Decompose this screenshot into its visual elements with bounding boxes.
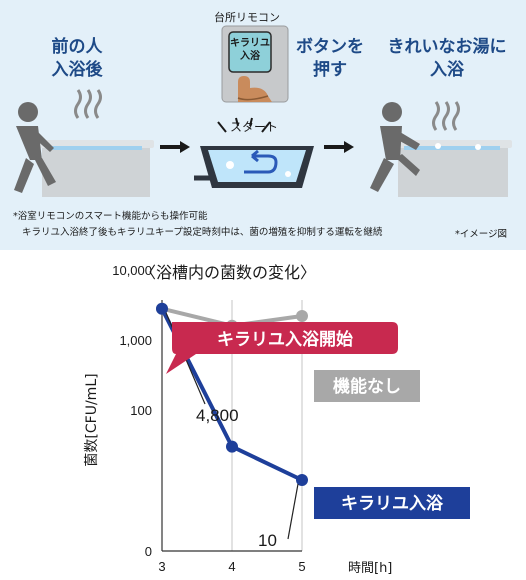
process-illustration bbox=[14, 25, 512, 197]
remote-caption: 台所リモコン bbox=[214, 11, 280, 24]
series-label-no-function: 機能なし bbox=[333, 376, 401, 397]
x-tick-label: 5 bbox=[298, 559, 305, 574]
x-axis-label: 時間[h] bbox=[348, 561, 392, 576]
step1-line1: 前の人 bbox=[51, 37, 103, 57]
data-point-kirariyu bbox=[296, 474, 308, 486]
series-label-kirariyu: キラリユ入浴 bbox=[341, 493, 444, 514]
step2-line2: 押す bbox=[313, 60, 347, 80]
y-tick-label: 0 bbox=[145, 544, 152, 559]
data-point-no-function bbox=[296, 310, 308, 323]
remote-button-line2: 入浴 bbox=[240, 51, 260, 62]
step1-label: 前の人 入浴後 bbox=[42, 36, 112, 82]
step3-line1: きれいなお湯に bbox=[387, 37, 507, 57]
bathtub-start-illustration bbox=[194, 117, 314, 188]
x-tick-label: 4 bbox=[228, 559, 235, 574]
y-tick-label: 10,000 bbox=[112, 263, 152, 278]
chart-axes: 0 100 1,000 10,000 3 4 5 時間[h] 菌数[CFU/mL] bbox=[84, 263, 392, 576]
data-point-kirariyu bbox=[156, 302, 168, 315]
note-remote: *浴室リモコンのスマート機能からも操作可能 bbox=[13, 211, 208, 222]
step1-line2: 入浴後 bbox=[51, 60, 103, 80]
step2-label: ボタンを 押す bbox=[290, 36, 370, 82]
y-tick-label: 100 bbox=[130, 403, 152, 418]
remote-button-line1: キラリユ bbox=[230, 38, 270, 49]
start-label: スタート bbox=[230, 120, 279, 134]
data-point-kirariyu bbox=[226, 440, 238, 453]
series-label-box-blue bbox=[314, 487, 470, 519]
image-note: *イメージ図 bbox=[455, 229, 508, 240]
leader-line bbox=[287, 483, 299, 540]
bathtub-before-illustration bbox=[38, 89, 154, 197]
person-entering-icon bbox=[370, 102, 420, 192]
step3-line2: 入浴 bbox=[430, 60, 464, 80]
y-tick-label: 1,000 bbox=[119, 333, 152, 348]
chart-title: 〈浴槽内の菌数の変化〉 bbox=[140, 263, 317, 282]
point-label-4800: 4,800 bbox=[196, 406, 239, 425]
start-callout-box bbox=[166, 322, 398, 374]
x-tick-label: 3 bbox=[158, 559, 165, 574]
step3-label: きれいなお湯に 入浴 bbox=[378, 36, 516, 82]
step2-line1: ボタンを bbox=[296, 37, 364, 57]
start-callout-text: キラリユ入浴開始 bbox=[217, 329, 353, 350]
y-axis-label: 菌数[CFU/mL] bbox=[84, 373, 100, 466]
note-keep: キラリユ入浴終了後もキラリユキープ設定時刻中は、菌の増殖を抑制する運転を継続 bbox=[22, 227, 383, 238]
kirariyu-bath-button[interactable]: キラリユ 入浴 bbox=[230, 37, 270, 63]
person-leaving-icon bbox=[14, 102, 56, 193]
remote-control-illustration bbox=[221, 25, 289, 103]
point-label-10: 10 bbox=[258, 531, 277, 550]
series-label-box-gray bbox=[314, 370, 420, 402]
